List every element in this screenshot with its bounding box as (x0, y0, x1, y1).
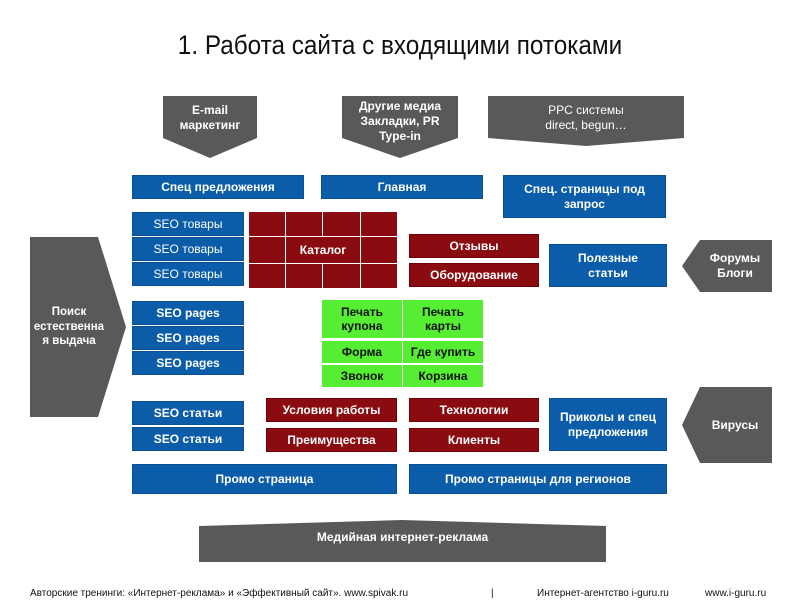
media-advertising-label: Медийная интернет-реклама (316, 529, 489, 544)
clients-page: Клиенты (409, 428, 539, 452)
catalog-label: Каталог (299, 242, 347, 257)
organic-search-label: Поиск естественна я выдача (33, 306, 105, 348)
footer-site: www.i-guru.ru (705, 588, 767, 599)
technologies-page: Технологии (409, 398, 539, 422)
other-media-label: Другие медиа Закладки, PR Type-in (359, 98, 441, 143)
seo-pages-page: SEO pages (132, 351, 244, 375)
media-advertising-source: Медийная интернет-реклама (199, 520, 606, 562)
seo-pages-page: SEO pages (132, 326, 244, 350)
seo-goods-page: SEO товары (132, 262, 244, 286)
advantages-page: Преимущества (266, 428, 397, 452)
promo-regions-page: Промо страницы для регионов (409, 464, 667, 494)
email-marketing-label: E-mail маркетинг (179, 103, 241, 132)
jokes-offers-page: Приколы и спец предложения (549, 398, 667, 451)
seo-goods-page: SEO товары (132, 212, 244, 236)
spec-pages: Спец. страницы под запрос (503, 175, 666, 218)
footer-agency: Интернет-агентство i-guru.ru (537, 588, 669, 599)
viruses-label: Вирусы (711, 417, 759, 432)
page-title: 1. Работа сайта с входящими потоками (177, 30, 623, 60)
organic-search-source: Поиск естественна я выдача (30, 237, 126, 417)
useful-articles-page: Полезные статьи (549, 244, 667, 287)
work-conditions-page: Условия работы (266, 398, 397, 422)
form-action: Форма (321, 340, 403, 364)
footer-separator: | (491, 588, 494, 599)
print-map-action: Печать карты (402, 299, 484, 339)
cart-action: Корзина (402, 364, 484, 388)
other-media-source: Другие медиа Закладки, PR Type-in (342, 96, 458, 158)
forums-blogs-source: Форумы Блоги (682, 240, 772, 292)
catalog-grid: Каталог (248, 211, 398, 289)
main-page: Главная (321, 175, 483, 199)
equipment-page: Оборудование (409, 263, 539, 287)
reviews-page: Отзывы (409, 234, 539, 258)
spec-offers-page: Спец предложения (132, 175, 304, 199)
call-action: Звонок (321, 364, 403, 388)
ppc-source: PPC системы direct, begun… (488, 96, 684, 146)
footer-trainings: Авторские тренинги: «Интернет-реклама» и… (30, 588, 409, 599)
seo-goods-page: SEO товары (132, 237, 244, 261)
print-coupon-action: Печать купона (321, 299, 403, 339)
seo-articles-page: SEO статьи (132, 427, 244, 451)
seo-pages-page: SEO pages (132, 301, 244, 325)
where-to-buy-action: Где купить (402, 340, 484, 364)
viruses-source: Вирусы (682, 387, 772, 463)
forums-blogs-label: Форумы Блоги (709, 251, 761, 280)
email-marketing-source: E-mail маркетинг (163, 96, 257, 158)
promo-page: Промо страница (132, 464, 397, 494)
seo-articles-page: SEO статьи (132, 401, 244, 425)
ppc-label: PPC системы direct, begun… (545, 103, 627, 132)
